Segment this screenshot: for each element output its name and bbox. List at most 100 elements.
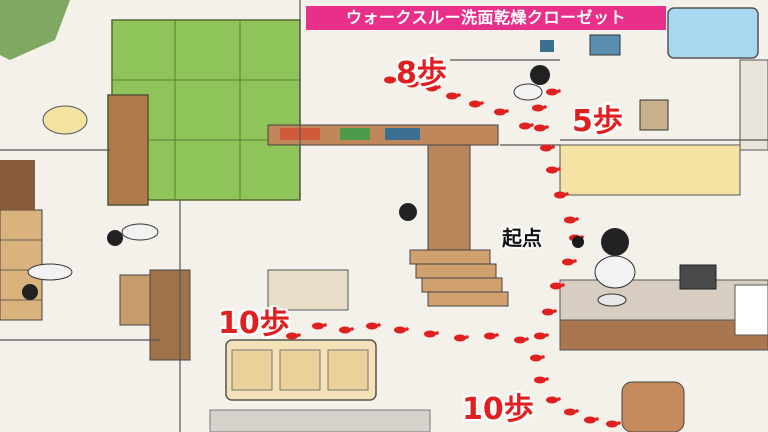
footprint-toe [557,167,561,171]
footprint [532,104,544,112]
footprint-toe [561,283,565,287]
shelf-counter [267,124,499,146]
staircase [409,249,509,307]
footprint [312,322,324,330]
footprint-toe [435,331,439,335]
footprint-path [286,76,621,428]
bathtub [667,7,759,59]
kitchen-counter-back [559,144,741,196]
footprint [546,396,558,404]
footprint-toe [437,85,441,89]
footprint-toe [405,327,409,331]
footprint-toe [557,397,561,401]
footprint-toe [465,335,469,339]
sofa-cushion-2 [279,349,321,391]
footprint-toe [417,81,421,85]
footprint [514,336,526,344]
person-cooking [594,228,636,307]
title-banner: ウォークスルー洗面乾燥クローゼット [306,6,666,30]
footprint-toe [395,77,399,81]
footprint-toe [541,355,545,359]
footprint [394,326,406,334]
step-count-left: 10歩 [218,306,290,341]
person-stairs [399,203,417,221]
box-green [340,128,370,140]
footprint-toe [545,377,549,381]
footprint-toe [575,217,579,221]
sofa-cushion-3 [327,349,369,391]
sofa-cushion-1 [231,349,273,391]
island-wood-front [559,319,768,351]
footprint [469,100,481,108]
wood-panel [119,274,151,326]
footprint [562,258,574,266]
start-point-label: 起点 [502,226,542,250]
bookshelf [0,209,43,321]
footprint-toe [617,421,621,425]
footprint-toe [553,309,557,313]
footprint-toe [530,123,534,127]
footprint-toe [545,125,549,129]
person-lying [107,223,159,246]
footprint [542,308,554,316]
footprint [406,80,418,88]
footprint [494,108,506,116]
footprint [424,330,436,338]
footprint [530,354,542,362]
step-count-top: 8歩 [396,56,447,91]
footprint-toe [543,105,547,109]
microwave [679,264,717,290]
rug [209,409,431,432]
laundry-basket [639,99,669,131]
center-pillar [427,131,471,273]
footprint [339,326,351,334]
start-point-marker [572,236,584,248]
footprint-toe [595,417,599,421]
footprint-toe [505,109,509,113]
footprint [519,122,531,130]
footprint-toe [575,409,579,413]
footprint [534,376,546,384]
armchair [621,381,685,432]
footprint [564,216,576,224]
person-laundry [513,65,550,101]
step-count-bottom: 10歩 [462,392,534,427]
footprint [554,191,566,199]
footprint-toe [551,145,555,149]
footprint-toe [377,323,381,327]
footprint [534,332,546,340]
footprint [454,334,466,342]
footprint [546,88,558,96]
footprint-toe [480,101,484,105]
wooden-door [107,94,149,206]
footprint-toe [495,333,499,337]
pillar-block [149,269,191,361]
person-sofa-left [22,263,73,300]
footprint [534,124,546,132]
box-blue [385,128,420,140]
footprint-toe [297,333,301,337]
footprint-toe [323,323,327,327]
footprint [546,166,558,174]
footprint [550,282,562,290]
cabinet [0,160,35,210]
wall-panel [739,59,768,151]
footprint-toe [525,337,529,341]
footprint [384,76,396,84]
footprint [484,332,496,340]
footprint-toe [573,259,577,263]
bottle [540,40,554,52]
footprint-toe [457,93,461,97]
footprint [584,416,596,424]
footprint-toe [350,327,354,331]
footprint [426,84,438,92]
footprint-toe [565,192,569,196]
stove [734,284,768,336]
footprint-toe [557,89,561,93]
low-table [267,269,349,311]
sink [589,34,621,56]
step-count-right: 5歩 [572,104,623,139]
